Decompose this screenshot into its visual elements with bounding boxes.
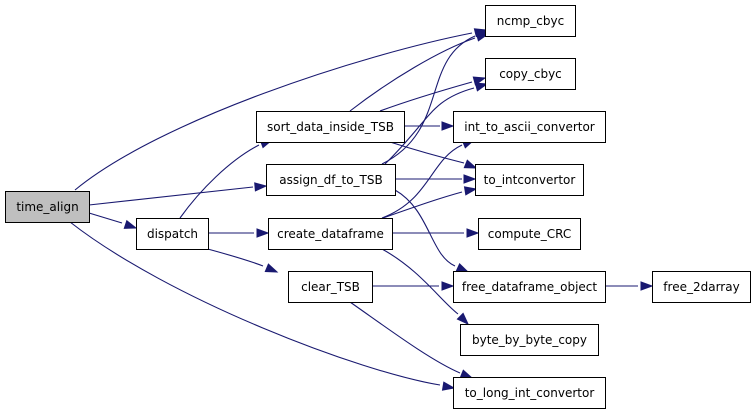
edge-assign_df_to_TSB-to-free_dataframe_object [394,189,470,273]
node-box [266,164,396,196]
edge-time_align-to-to_long_int_convertor [69,221,456,391]
arrowhead [466,228,480,238]
edge-dispatch-to-sort_data_inside_TSB [179,139,274,219]
edge-line [379,81,473,112]
edge-line [88,212,123,224]
edge-line [88,186,254,206]
edge-free_dataframe_object-to-free_2darray [605,281,654,291]
edge-line [74,32,473,191]
node-box [652,271,751,303]
arrowhead [123,219,138,229]
node-copy_cbyc[interactable]: copy_cbyc [485,58,576,90]
arrowhead [474,82,489,92]
node-label: ncmp_cbyc [497,14,564,28]
edge-sort_data_inside_TSB-to-to_intconvertor [389,141,478,169]
edge-line [382,191,463,219]
node-label: free_dataframe_object [462,280,598,294]
edge-line [349,301,461,374]
arrowhead [463,174,477,184]
edge-create_dataframe-to-to_intconvertor [382,186,478,219]
arrowhead [264,263,279,273]
call-graph-edges [69,28,654,391]
arrowhead [441,281,455,291]
node-label: compute_CRC [488,227,571,241]
node-box [136,218,209,250]
edge-create_dataframe-to-byte_by_byte_copy [381,248,470,326]
node-time_align[interactable]: time_align [5,191,90,223]
arrowhead [441,121,455,131]
node-label: assign_df_to_TSB [279,173,382,187]
node-to_intconvertor[interactable]: to_intconvertor [475,164,584,196]
edge-clear_TSB-to-free_dataframe_object [372,281,455,291]
node-free_2darray[interactable]: free_2darray [652,271,751,303]
node-label: byte_by_byte_copy [472,333,587,347]
node-box [475,164,584,196]
edge-line [384,87,475,165]
node-label: int_to_ascii_convertor [464,120,595,134]
edge-line [394,189,456,267]
edge-line [381,35,476,165]
edge-dispatch-to-create_dataframe [208,228,270,238]
node-label: copy_cbyc [499,67,562,81]
arrowhead [463,159,478,169]
node-to_long_int_convertor[interactable]: to_long_int_convertor [453,377,606,409]
node-box [453,271,606,303]
edge-sort_data_inside_TSB-to-copy_cbyc [379,76,487,112]
edge-assign_df_to_TSB-to-to_intconvertor [395,174,477,184]
arrowhead [459,369,474,379]
edge-line [203,247,264,267]
node-box [485,58,576,90]
arrowhead [463,186,478,196]
arrowhead [640,281,654,291]
node-label: clear_TSB [301,280,360,294]
node-free_dataframe_object[interactable]: free_dataframe_object [453,271,606,303]
node-compute_CRC[interactable]: compute_CRC [478,218,581,250]
node-assign_df_to_TSB[interactable]: assign_df_to_TSB [266,164,396,196]
node-box [478,218,581,250]
edge-sort_data_inside_TSB-to-int_to_ascii_convertor [404,121,455,131]
node-dispatch[interactable]: dispatch [136,218,209,250]
node-label: time_align [16,200,78,214]
edge-assign_df_to_TSB-to-copy_cbyc [384,82,489,165]
node-byte_by_byte_copy[interactable]: byte_by_byte_copy [460,324,599,356]
arrowhead [441,381,456,391]
node-box [460,324,599,356]
arrowhead [254,182,268,192]
node-box [288,271,373,303]
node-box [453,377,606,409]
edge-line [381,248,459,315]
node-label: create_dataframe [277,227,384,241]
node-box [5,191,90,223]
edge-time_align-to-assign_df_to_TSB [88,182,268,206]
node-ncmp_cbyc[interactable]: ncmp_cbyc [485,5,576,37]
node-label: sort_data_inside_TSB [267,120,394,134]
edge-line [69,221,441,386]
node-box [453,111,606,143]
node-label: free_2darray [663,280,739,294]
edge-line [389,141,465,164]
edge-line [179,144,260,219]
edge-time_align-to-dispatch [88,212,138,229]
edge-dispatch-to-clear_TSB [203,247,279,273]
node-box [485,5,576,37]
edge-create_dataframe-to-compute_CRC [392,228,480,238]
call-graph-nodes: time_align dispatch sort_data_inside_TSBas… [5,5,751,409]
node-label: dispatch [147,227,198,241]
edge-line [381,144,463,219]
arrowhead [456,312,470,326]
node-box [256,111,405,143]
node-create_dataframe[interactable]: create_dataframe [268,218,393,250]
node-sort_data_inside_TSB[interactable]: sort_data_inside_TSB [256,111,405,143]
node-clear_TSB[interactable]: clear_TSB [288,271,373,303]
node-box [268,218,393,250]
arrowhead [455,262,470,273]
node-int_to_ascii_convertor[interactable]: int_to_ascii_convertor [453,111,606,143]
node-label: to_intconvertor [484,173,576,187]
node-label: to_long_int_convertor [465,386,595,400]
arrowhead [256,228,270,238]
